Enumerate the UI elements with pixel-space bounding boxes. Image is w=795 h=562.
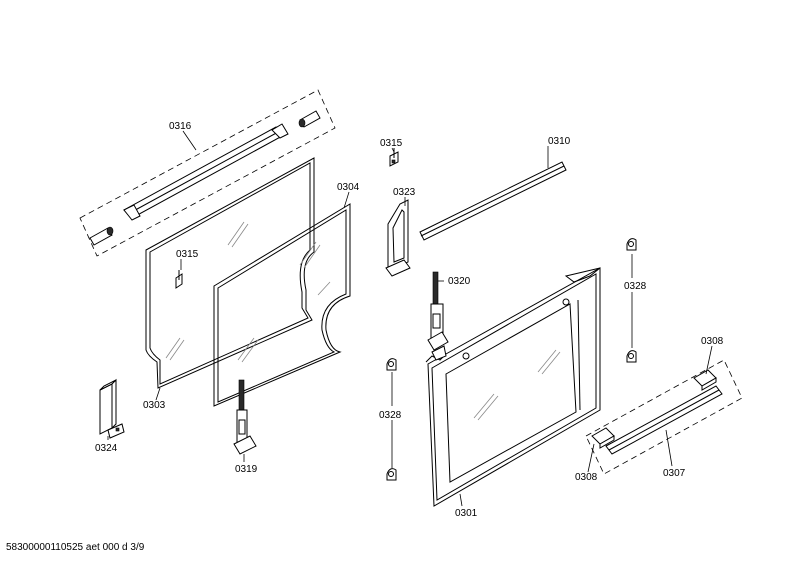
part-0323-bracket (385, 199, 411, 277)
label-0303: 0303 (143, 400, 166, 411)
part-labels: 0316 0315 0310 0304 0323 0315 0320 0328 … (95, 121, 724, 519)
label-0301: 0301 (455, 508, 478, 519)
label-0307: 0307 (663, 468, 686, 479)
part-0324-bracket (99, 378, 125, 439)
label-0310: 0310 (548, 136, 571, 147)
label-0328-left: 0328 (379, 410, 402, 421)
label-0304: 0304 (337, 182, 360, 193)
part-0328-clip-b (626, 350, 637, 363)
handle-end-left (123, 204, 141, 221)
label-0308-left: 0308 (575, 472, 598, 483)
part-0320-hinge (427, 271, 449, 351)
part-0307-handle-group (585, 359, 743, 475)
end-cap-0308-left (591, 427, 615, 449)
end-cap-0308-right (693, 369, 717, 391)
dashed-group-outline (79, 89, 336, 257)
part-0328-clip-d (386, 468, 397, 481)
part-0315-clip-top (389, 148, 399, 167)
part-0303-glass-pane (145, 157, 315, 389)
knob-right (298, 110, 321, 128)
part-0316-handle-assembly (79, 89, 336, 257)
knob-left (89, 226, 114, 246)
label-0308-right: 0308 (701, 336, 724, 347)
part-0304-inner-frame (213, 203, 351, 407)
label-0315-pane: 0315 (176, 249, 199, 260)
part-0319-hinge (233, 379, 257, 455)
label-0328-right: 0328 (624, 281, 647, 292)
part-0301-door-panel (425, 267, 601, 507)
part-0310-seal-strip (419, 161, 567, 241)
handle-end-right (271, 123, 289, 139)
part-0328-clip-a (626, 238, 637, 251)
part-0328-clip-c (386, 358, 397, 371)
label-0323: 0323 (393, 187, 416, 198)
document-id: 58300000110525 aet 000 d 3/9 (6, 542, 145, 553)
label-0320: 0320 (448, 276, 471, 287)
clip-0315-on-pane (175, 270, 183, 289)
leader-lines (107, 130, 713, 507)
dashed-group-outline-right (585, 359, 743, 475)
label-0319: 0319 (235, 464, 258, 475)
label-0324: 0324 (95, 443, 118, 454)
label-0316: 0316 (169, 121, 192, 132)
label-0315-top: 0315 (380, 138, 403, 149)
